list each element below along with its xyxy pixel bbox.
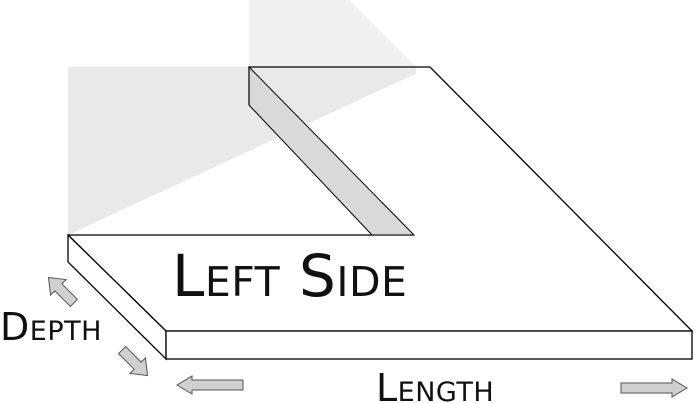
depth-arrow-up-icon [47,276,79,308]
board-top-face [68,67,692,331]
ghost-panel-upper [249,0,416,67]
length-arrow-left-icon [176,375,244,395]
board-front-edge [165,330,693,360]
depth-label: Depth [0,305,102,349]
length-arrow-right-icon [620,378,688,398]
length-label: Length [376,366,494,403]
top-face-label: Left Side [172,242,407,310]
depth-arrow-down-icon [117,345,149,377]
